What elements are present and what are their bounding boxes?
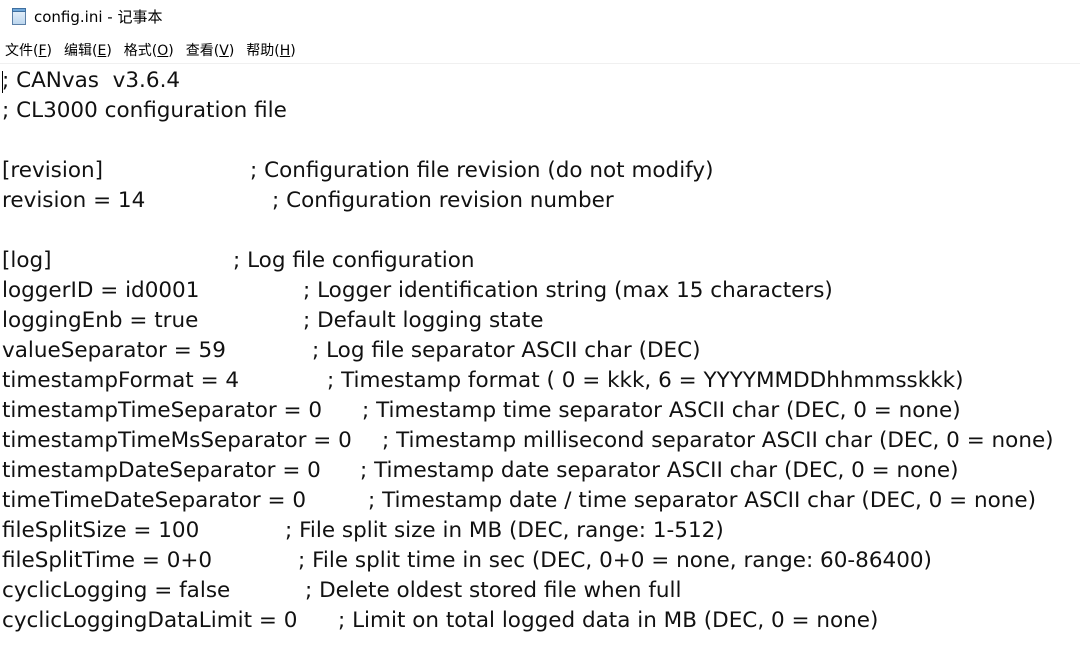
line-comment: ; Limit on total logged data in MB (DEC,…: [338, 608, 879, 633]
line-code: timestampTimeMsSeparator = 0: [2, 428, 352, 453]
line-comment: ; File split size in MB (DEC, range: 1-5…: [285, 518, 724, 543]
menu-edit[interactable]: 编辑(E): [64, 42, 112, 59]
line-code: loggingEnb = true: [2, 308, 199, 333]
menu-view[interactable]: 查看(V): [185, 42, 235, 59]
line-code: [revision]: [2, 158, 104, 183]
line-comment: ; Timestamp millisecond separator ASCII …: [382, 428, 1054, 453]
line-code: timestampDateSeparator = 0: [2, 458, 321, 483]
line-comment: ; Delete oldest stored file when full: [305, 578, 682, 603]
line-code: loggerID = id0001: [2, 278, 200, 303]
line-comment: ; Timestamp date separator ASCII char (D…: [360, 458, 959, 483]
line-comment: ; Log file configuration: [233, 248, 475, 273]
line-code: timestampTimeSeparator = 0: [2, 398, 323, 423]
line-comment: ; Timestamp time separator ASCII char (D…: [362, 398, 961, 423]
line-comment: ; Default logging state: [303, 308, 544, 333]
notepad-icon: [10, 7, 28, 26]
menu-format[interactable]: 格式(O): [123, 42, 174, 59]
window-title: config.ini - 记事本: [34, 8, 163, 26]
line-code: fileSplitSize = 100: [2, 518, 200, 543]
line-code: timeTimeDateSeparator = 0: [2, 488, 307, 513]
line-code: [log]: [2, 248, 52, 273]
title-bar[interactable]: config.ini - 记事本: [0, 0, 1080, 33]
line-code: ; CL3000 configuration file: [2, 98, 287, 123]
line-code: fileSplitTime = 0+0: [2, 548, 213, 573]
line-code: revision = 14: [2, 188, 146, 213]
line-code: cyclicLoggingDataLimit = 0: [2, 608, 298, 633]
line-comment: ; Timestamp format ( 0 = kkk, 6 = YYYYMM…: [327, 368, 964, 393]
line-comment: ; Logger identification string (max 15 c…: [303, 278, 833, 303]
text-cursor: [2, 71, 3, 93]
line-comment: ; Log file separator ASCII char (DEC): [312, 338, 701, 363]
line-code: ; CANvas v3.6.4: [2, 68, 181, 93]
menu-help[interactable]: 帮助(H): [246, 42, 296, 59]
menu-bar: 文件(F) 编辑(E) 格式(O) 查看(V) 帮助(H): [0, 36, 1080, 64]
line-comment: ; Configuration revision number: [272, 188, 614, 213]
line-code: cyclicLogging = false: [2, 578, 231, 603]
menu-file[interactable]: 文件(F): [5, 42, 52, 59]
line-comment: ; File split time in sec (DEC, 0+0 = non…: [298, 548, 932, 573]
text-editor[interactable]: ; CANvas v3.6.4 ; CL3000 configuration f…: [0, 66, 1080, 648]
line-code: timestampFormat = 4: [2, 368, 240, 393]
line-comment: ; Configuration file revision (do not mo…: [250, 158, 714, 183]
line-comment: ; Timestamp date / time separator ASCII …: [368, 488, 1037, 513]
line-code: valueSeparator = 59: [2, 338, 226, 363]
